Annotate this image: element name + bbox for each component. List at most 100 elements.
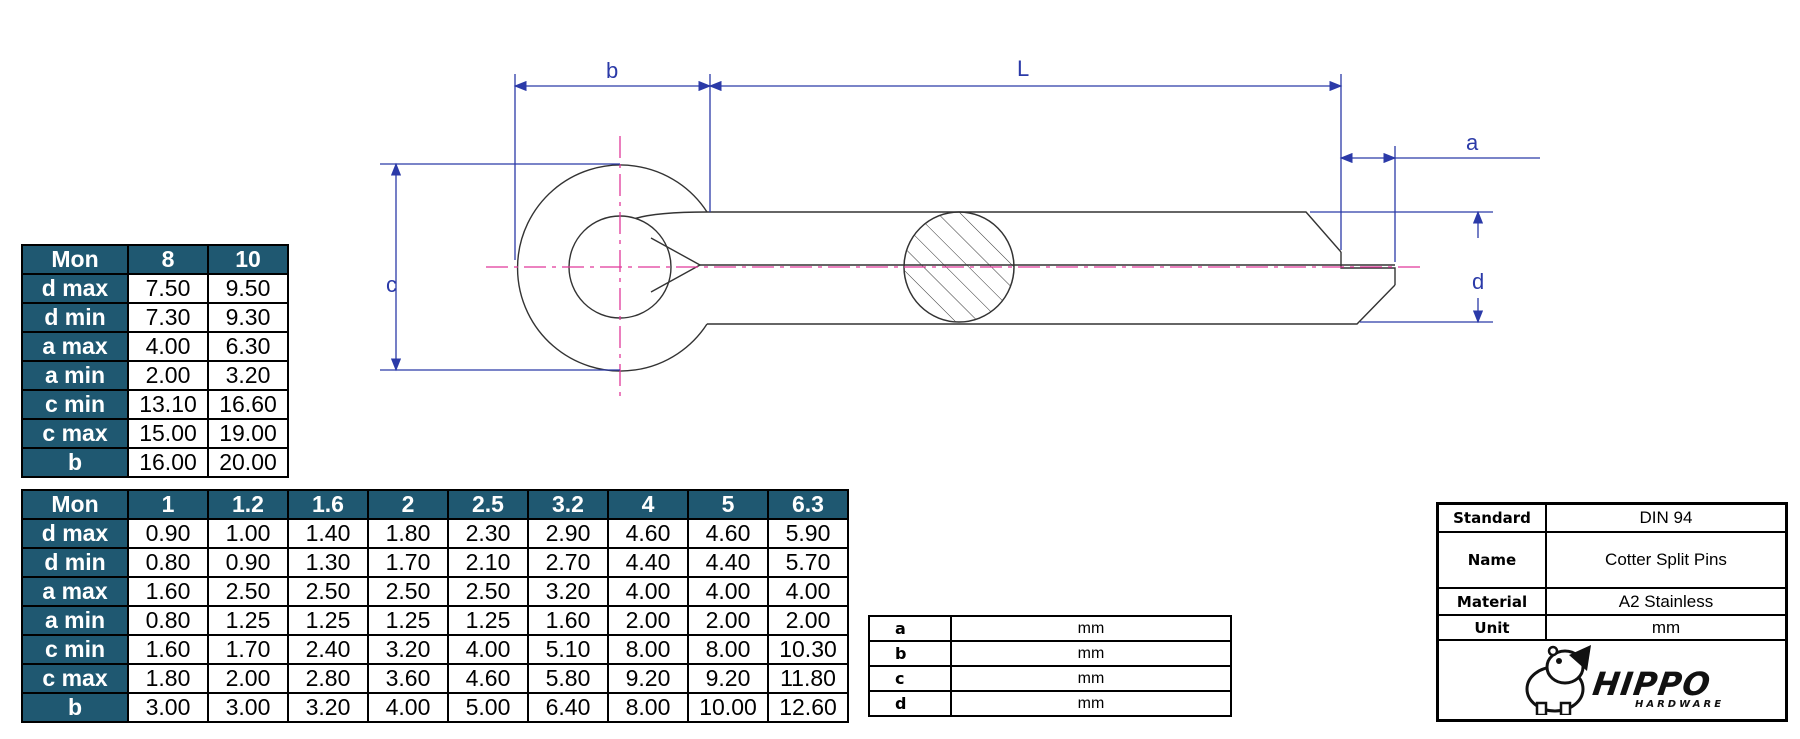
unit-symbol: a — [868, 615, 952, 642]
table-cell: 2.50 — [207, 576, 289, 607]
table-cell: 2.50 — [287, 576, 369, 607]
table-cell: 1.80 — [367, 518, 449, 549]
table-cell: 3.20 — [287, 692, 369, 723]
table-cell: 12.60 — [767, 692, 849, 723]
column-header: 2.5 — [447, 489, 529, 520]
unit-value: mm — [950, 665, 1232, 692]
table-cell: 2.00 — [687, 605, 769, 636]
table-cell: 1.80 — [127, 663, 209, 694]
hippo-mascot-icon — [1525, 645, 1591, 715]
table-cell: 8.00 — [607, 692, 689, 723]
table-cell: 4.60 — [447, 663, 529, 694]
standard-label: Standard — [1439, 505, 1547, 533]
table-cell: 4.60 — [607, 518, 689, 549]
table-cell: 1.60 — [527, 605, 609, 636]
table-cell: 20.00 — [207, 447, 289, 478]
standard-value: DIN 94 — [1546, 505, 1785, 533]
unit-value: mm — [1546, 615, 1785, 641]
table-cell: 2.70 — [527, 547, 609, 578]
table-cell: 0.90 — [127, 518, 209, 549]
table-cell: 2.40 — [287, 634, 369, 665]
column-header: 3.2 — [527, 489, 609, 520]
row-header: a max — [21, 576, 129, 607]
column-header: 8 — [127, 244, 209, 275]
table-cell: 1.30 — [287, 547, 369, 578]
unit-value: mm — [950, 615, 1232, 642]
dim-label-L: L — [1017, 56, 1029, 81]
table-cell: 2.00 — [607, 605, 689, 636]
table-cell: 13.10 — [127, 389, 209, 420]
table-cell: 11.80 — [767, 663, 849, 694]
table-cell: 3.20 — [367, 634, 449, 665]
table-cell: 4.00 — [367, 692, 449, 723]
row-header: a min — [21, 605, 129, 636]
table-cell: 1.25 — [367, 605, 449, 636]
table-cell: 1.70 — [207, 634, 289, 665]
dim-label-c: c — [386, 272, 397, 297]
table-cell: 9.30 — [207, 302, 289, 333]
row-header: d min — [21, 302, 129, 333]
dim-label-b: b — [606, 58, 618, 83]
table-cell: 2.00 — [127, 360, 209, 391]
dimension-lines — [380, 74, 1540, 372]
table-cell: 8.00 — [687, 634, 769, 665]
table-cell: 7.50 — [127, 273, 209, 304]
table-cell: 2.50 — [447, 576, 529, 607]
column-header: 4 — [607, 489, 689, 520]
title-row-unit: Unit mm — [1439, 615, 1785, 641]
table-cell: 3.20 — [527, 576, 609, 607]
column-header: Mon — [21, 489, 129, 520]
table-cell: 1.00 — [207, 518, 289, 549]
table-cell: 10.30 — [767, 634, 849, 665]
unit-label: Unit — [1439, 615, 1547, 641]
table-cell: 3.60 — [367, 663, 449, 694]
logo-subtitle: HARDWARE — [1635, 699, 1725, 710]
logo-wordmark: HIPPO — [1590, 665, 1714, 703]
table-cell: 0.80 — [127, 547, 209, 578]
dimension-labels: b L a c d — [386, 56, 1484, 297]
table-cell: 1.25 — [447, 605, 529, 636]
table-cell: 0.90 — [207, 547, 289, 578]
table-cell: 4.00 — [127, 331, 209, 362]
row-header: d max — [21, 518, 129, 549]
table-cell: 4.00 — [767, 576, 849, 607]
column-header: 1 — [127, 489, 209, 520]
title-row-standard: Standard DIN 94 — [1439, 505, 1785, 533]
table-cell: 2.80 — [287, 663, 369, 694]
table-cell: 1.25 — [207, 605, 289, 636]
table-cell: 2.00 — [767, 605, 849, 636]
table-cell: 3.20 — [207, 360, 289, 391]
table-cell: 16.00 — [127, 447, 209, 478]
table-cell: 3.00 — [127, 692, 209, 723]
row-header: a max — [21, 331, 129, 362]
row-header: c max — [21, 418, 129, 449]
row-header: c max — [21, 663, 129, 694]
title-block: Standard DIN 94 Name Cotter Split Pins M… — [1436, 502, 1788, 722]
table-cell: 9.20 — [607, 663, 689, 694]
column-header: 10 — [207, 244, 289, 275]
table-cell: 3.00 — [207, 692, 289, 723]
table-cell: 9.50 — [207, 273, 289, 304]
table-cell: 5.00 — [447, 692, 529, 723]
table-cell: 6.30 — [207, 331, 289, 362]
table-cell: 5.90 — [767, 518, 849, 549]
table-cell: 2.50 — [367, 576, 449, 607]
row-header: c min — [21, 389, 129, 420]
title-row-name: Name Cotter Split Pins — [1439, 532, 1785, 589]
dim-label-a: a — [1466, 130, 1479, 155]
unit-value: mm — [950, 690, 1232, 717]
